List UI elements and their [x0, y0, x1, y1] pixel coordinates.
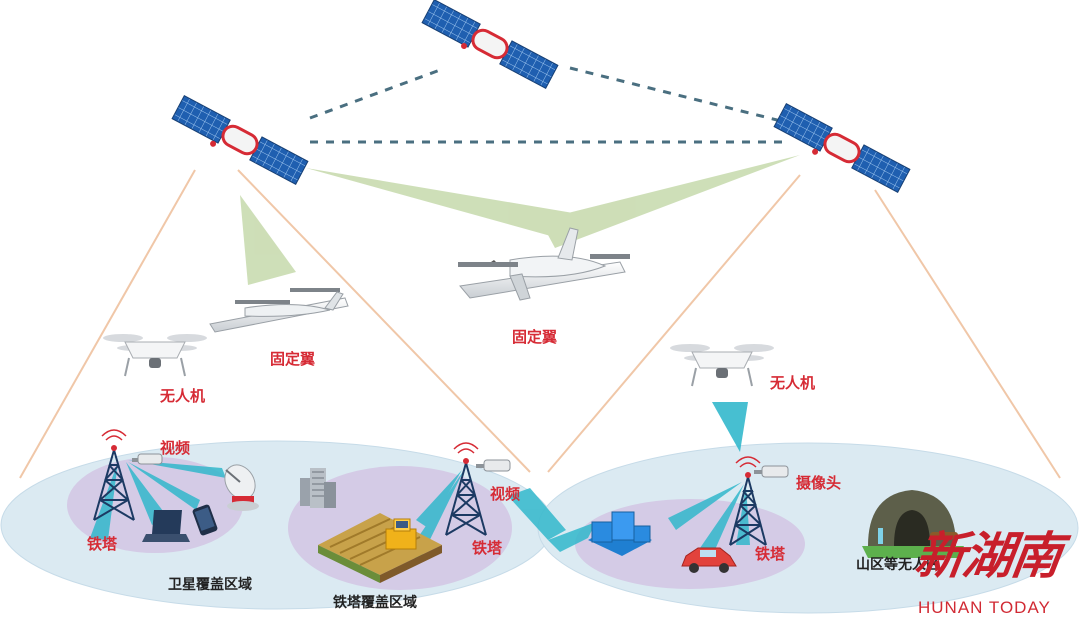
building-icon: [588, 511, 652, 556]
satellite-links: [309, 66, 790, 144]
label-mountain-area: 山区等无人区: [856, 557, 940, 573]
quadcopter-drone-icon: [670, 344, 774, 387]
label-tower-right: 铁塔: [755, 545, 786, 563]
fixed-wing-uav-icon: [209, 288, 349, 333]
building-icon: [300, 468, 336, 508]
label-video-mid: 视频: [490, 485, 521, 503]
label-tower-area: 铁塔覆盖区域: [333, 595, 417, 611]
satellite-icon: [773, 102, 911, 194]
brand-name-en: HUNAN TODAY: [918, 598, 1051, 617]
label-camera: 摄像头: [796, 474, 842, 492]
label-satellite-area: 卫星覆盖区域: [168, 577, 252, 593]
coverage-lines: [19, 169, 1061, 479]
label-fixed-wing-center: 固定翼: [512, 328, 558, 346]
brand-logo: 新湖南 HUNAN TODAY: [911, 516, 1072, 617]
label-drone-left: 无人机: [160, 387, 206, 405]
label-tower-mid: 铁塔: [472, 539, 503, 557]
surveillance-camera-icon: [132, 453, 163, 465]
lattice-tower-icon: [445, 442, 487, 536]
label-tower-left: 铁塔: [87, 535, 118, 553]
fixed-wing-uav-icon: [458, 227, 630, 301]
drone-beam-right: [712, 402, 748, 452]
brand-name-cn: 新湖南: [911, 526, 1064, 585]
uplink-beams: [240, 155, 800, 285]
label-drone-right: 无人机: [770, 374, 816, 392]
satellite-icon: [171, 94, 309, 186]
laptop-icon: [142, 510, 190, 542]
quadcopter-drone-icon: [103, 334, 207, 377]
mountain-cave-icon: [862, 490, 964, 558]
car-icon: [681, 547, 737, 573]
phone-icon: [192, 504, 218, 536]
satellite-icon: [421, 0, 559, 90]
surveillance-camera-icon: [754, 465, 789, 478]
harvester-icon: [318, 513, 442, 583]
lattice-tower-icon: [729, 456, 767, 546]
satellite-dish-icon: [224, 464, 259, 511]
label-fixed-wing-left: 固定翼: [270, 350, 316, 368]
surveillance-camera-icon: [476, 459, 511, 472]
lattice-tower-icon: [93, 429, 135, 521]
label-video-left: 视频: [160, 439, 191, 457]
